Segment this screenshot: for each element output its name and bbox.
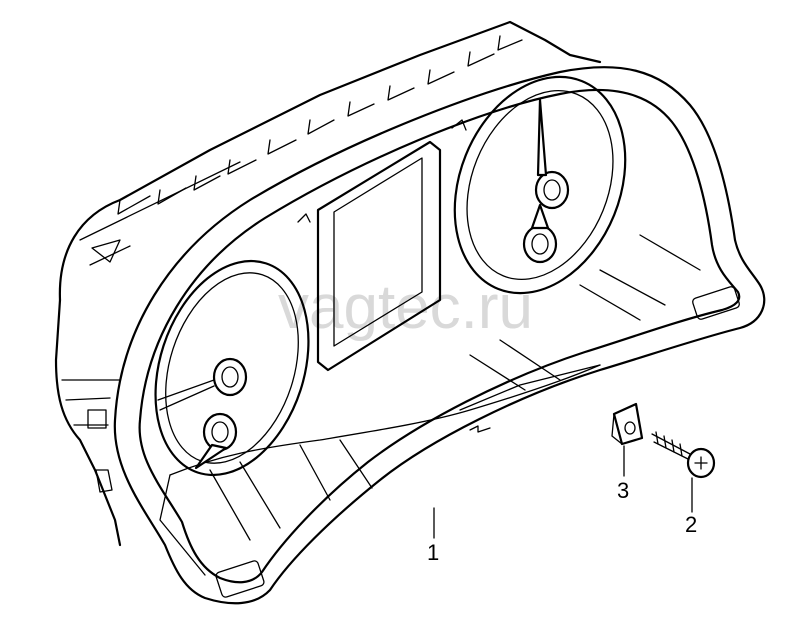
inner-tray xyxy=(159,234,701,576)
callout-1: 1 xyxy=(427,507,439,565)
callout-label-3: 3 xyxy=(617,478,629,503)
right-gauge xyxy=(453,75,627,295)
callout-label-2: 2 xyxy=(685,512,697,537)
bracket-part-3 xyxy=(611,402,644,446)
callout-label-1: 1 xyxy=(427,540,439,565)
front-bezel xyxy=(113,66,766,605)
watermark: vagtec.ru xyxy=(278,273,533,342)
left-gauge xyxy=(154,259,310,477)
rear-housing xyxy=(54,20,602,547)
callout-3: 3 xyxy=(617,445,629,503)
left-mounting-tab xyxy=(215,560,265,598)
centre-display xyxy=(297,119,467,372)
callout-2: 2 xyxy=(685,477,697,537)
right-mounting-tab xyxy=(692,286,740,320)
screw-part-2 xyxy=(651,431,716,479)
